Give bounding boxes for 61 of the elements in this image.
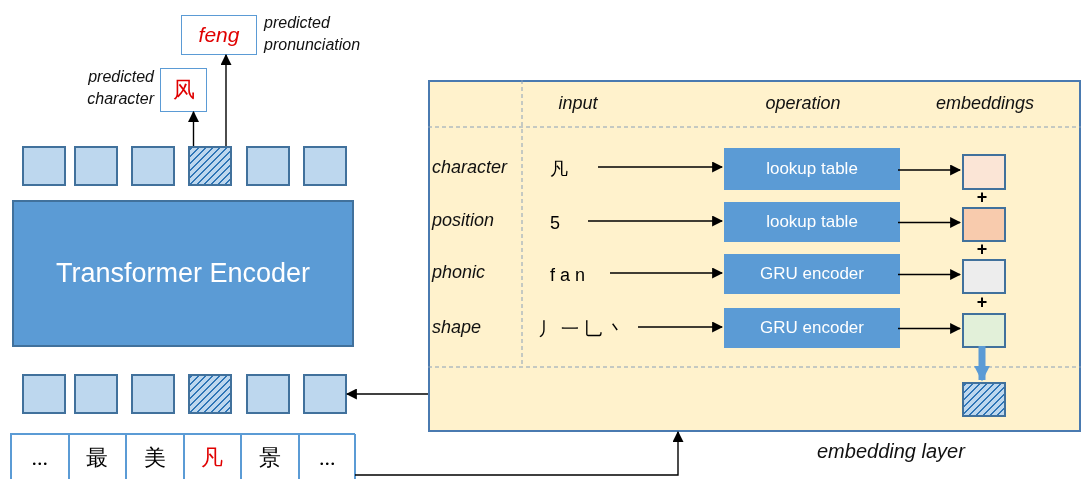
token-square (22, 374, 66, 414)
token-strip (10, 433, 355, 479)
token-cell: ... (298, 434, 356, 479)
arrow (597, 161, 724, 173)
input-text: 5 (550, 208, 590, 238)
row-label: character (432, 156, 509, 178)
arrow (354, 430, 684, 476)
hatched-square (188, 146, 232, 186)
arrow (188, 110, 199, 147)
output-box: 风 (160, 68, 207, 112)
input-text: 凡 (550, 154, 600, 184)
arrow (609, 267, 724, 279)
caption-text: predicted pronunciation (264, 13, 362, 55)
output-box: feng (181, 15, 257, 55)
plus-sign: + (975, 242, 989, 256)
column-header: operation (764, 92, 842, 114)
operation-box: lookup table (724, 202, 900, 242)
token-square (246, 146, 290, 186)
token-cell: 美 (126, 434, 184, 479)
row-label: phonic (432, 261, 487, 283)
operation-box: GRU encoder (724, 254, 900, 294)
arrow (637, 321, 724, 333)
token-square (131, 374, 175, 414)
token-square (303, 146, 347, 186)
arrow (897, 269, 962, 280)
embedding-square (962, 207, 1006, 242)
input-text: 丿 一 乚 丶 (538, 314, 640, 344)
token-cell: 最 (68, 434, 126, 479)
operation-box: lookup table (724, 148, 900, 190)
arrow (897, 164, 962, 176)
token-square (74, 374, 118, 414)
plus-sign: + (975, 295, 989, 309)
column-header: input (557, 92, 599, 114)
panel-title: embedding layer (817, 439, 965, 464)
arrow (897, 217, 962, 228)
arrow (587, 215, 724, 227)
arrow (345, 388, 429, 400)
embedding-square (962, 313, 1006, 348)
token-cell: 凡 (183, 434, 241, 479)
encoder-box: Transformer Encoder (12, 200, 354, 347)
embedding-square (962, 154, 1006, 190)
token-square (74, 146, 118, 186)
row-label: position (432, 209, 496, 231)
token-square (22, 146, 66, 186)
operation-box: GRU encoder (724, 308, 900, 348)
input-text: f a n (550, 260, 612, 290)
row-label: shape (432, 316, 483, 338)
hatched-square (962, 382, 1006, 417)
caption-text: predicted character (86, 67, 154, 109)
arrow (897, 323, 962, 334)
token-cell: ... (11, 434, 69, 479)
hatched-square (188, 374, 232, 414)
token-square (131, 146, 175, 186)
column-header: embeddings (934, 92, 1036, 114)
token-square (246, 374, 290, 414)
plus-sign: + (975, 190, 989, 204)
token-cell: 景 (241, 434, 299, 479)
arrow (220, 53, 232, 147)
embedding-square (962, 259, 1006, 294)
token-square (303, 374, 347, 414)
arrow (974, 346, 990, 382)
